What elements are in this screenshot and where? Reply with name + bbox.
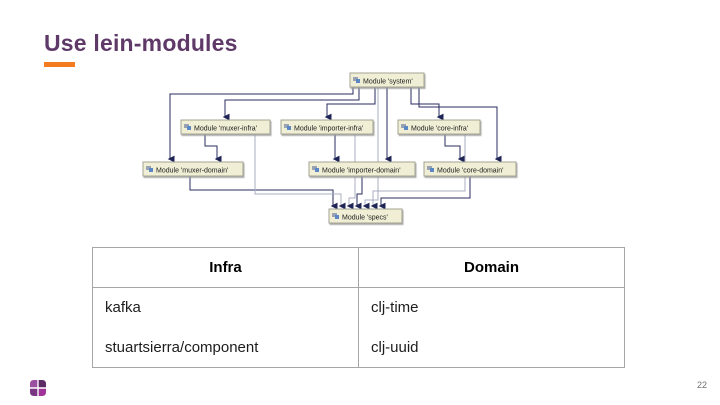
module-icon — [149, 168, 153, 172]
module-node-system[interactable]: Module 'system' — [349, 72, 425, 88]
table-cell: stuartsierra/component — [92, 327, 359, 368]
module-dependency-diagram: Module 'system' Module 'muxer-infra' Modul… — [135, 60, 530, 235]
module-node-label: Module 'muxer-infra' — [194, 126, 257, 133]
module-icon — [187, 126, 191, 130]
edge-system-to-specs — [362, 87, 379, 210]
table-cell: clj-time — [358, 287, 625, 328]
module-node-muxer-domain[interactable]: Module 'muxer-domain' — [142, 161, 244, 177]
module-icon — [356, 79, 360, 83]
module-icon — [401, 124, 406, 128]
module-node-muxer-infra[interactable]: Module 'muxer-infra' — [180, 119, 271, 135]
module-node-core-domain[interactable]: Module 'core-domain' — [423, 161, 517, 177]
slide-title: Use lein-modules — [44, 30, 238, 56]
edge-muxer-domain-to-specs — [189, 176, 338, 210]
module-icon — [404, 126, 408, 130]
table-header-infra: Infra — [92, 247, 359, 288]
module-icon — [427, 166, 432, 170]
edge-importer-domain-to-specs — [354, 176, 363, 210]
edge-muxer-infra-to-specs — [254, 134, 346, 210]
title-accent-dash — [44, 62, 75, 67]
module-icon — [146, 166, 151, 170]
module-node-specs[interactable]: Module 'specs' — [328, 208, 403, 224]
module-node-label: Module 'core-domain' — [437, 168, 503, 175]
module-icon — [287, 126, 291, 130]
module-node-core-infra[interactable]: Module 'core-infra' — [397, 119, 481, 135]
module-node-label: Module 'importer-domain' — [322, 168, 401, 175]
edge-system-to-core-infra — [410, 87, 444, 121]
module-node-importer-infra[interactable]: Module 'importer-infra' — [280, 119, 374, 135]
edge-system-to-muxer-domain — [167, 87, 354, 163]
module-icon — [312, 166, 317, 170]
edge-system-to-importer-infra — [324, 87, 376, 121]
module-icon — [332, 213, 337, 217]
module-icon — [335, 215, 339, 219]
edge-muxer-infra-to-muxer-domain — [204, 134, 222, 163]
module-icon — [353, 77, 358, 81]
edge-core-domain-to-specs — [378, 176, 471, 210]
module-node-label: Module 'muxer-domain' — [156, 168, 228, 175]
module-node-importer-domain[interactable]: Module 'importer-domain' — [308, 161, 416, 177]
butterfly-logo-icon — [30, 380, 46, 396]
module-node-label: Module 'specs' — [342, 215, 388, 222]
edge-system-to-muxer-infra — [222, 87, 360, 121]
module-icon — [184, 124, 189, 128]
module-node-label: Module 'importer-infra' — [294, 126, 363, 133]
edge-system-to-core-domain — [418, 87, 502, 163]
module-node-label: Module 'system' — [363, 79, 413, 86]
table-cell: kafka — [92, 287, 359, 328]
module-node-label: Module 'core-infra' — [411, 126, 468, 133]
table-header-domain: Domain — [358, 247, 625, 288]
edge-core-infra-to-core-domain — [444, 134, 465, 163]
module-icon — [430, 168, 434, 172]
page-number: 22 — [696, 380, 707, 390]
dependency-graph-svg: Module 'system' Module 'muxer-infra' Modul… — [142, 72, 517, 224]
module-icon — [284, 124, 289, 128]
table-cell: clj-uuid — [358, 327, 625, 368]
module-icon — [315, 168, 319, 172]
